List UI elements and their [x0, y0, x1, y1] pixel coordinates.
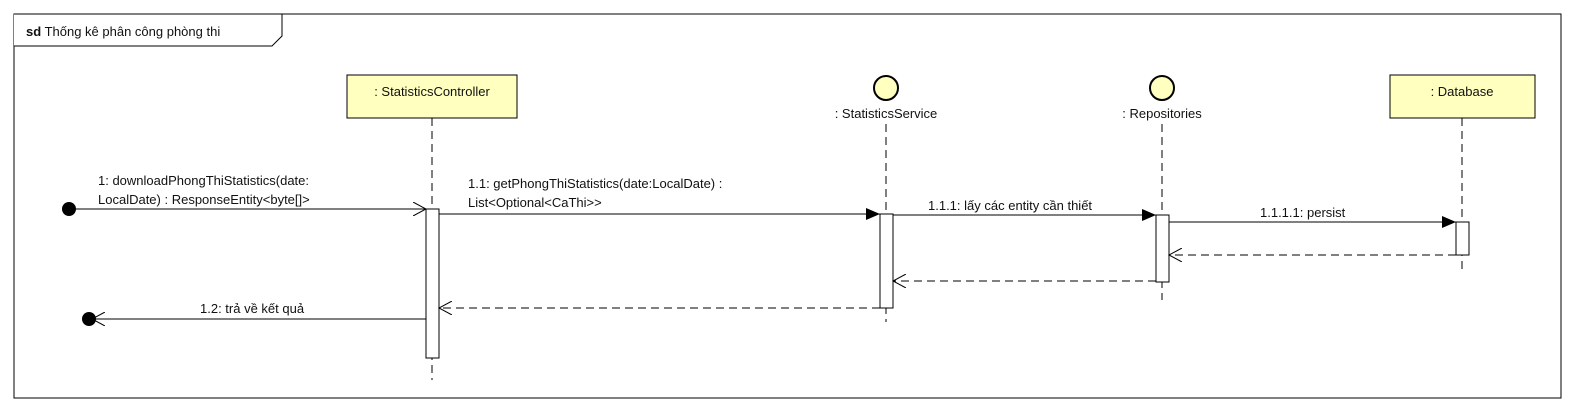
participant-label-database: : Database: [1431, 84, 1494, 99]
message-1-1-1-lay-entity: 1.1.1: lấy các entity cần thiết: [893, 198, 1156, 221]
participant-box-database[interactable]: [1389, 74, 1536, 119]
frame-title: sd Thống kê phân công phòng thi: [26, 24, 220, 39]
participant-label-repositories: : Repositories: [1122, 106, 1202, 121]
message-label-line2: List<Optional<CaThi>>: [468, 195, 602, 210]
message-label-line1: 1: downloadPhongThiStatistics(date:: [98, 173, 309, 188]
participant-label-statistics-service: : StatisticsService: [835, 106, 938, 121]
lifeline-statistics-service: : StatisticsService: [835, 75, 938, 322]
participant-box-statistics-controller[interactable]: [346, 74, 518, 119]
control-icon-repositories[interactable]: [1149, 75, 1175, 101]
message-label: 1.1.1.1: persist: [1260, 205, 1346, 220]
message-label: 1.1.1: lấy các entity cần thiết: [928, 198, 1092, 213]
activation-bar-controller: [425, 208, 440, 359]
message-1-1-get-phong-thi-statistics: 1.1: getPhongThiStatistics(date:LocalDat…: [439, 176, 880, 220]
message-label-line1: 1.1: getPhongThiStatistics(date:LocalDat…: [468, 176, 722, 191]
lost-message-end-dot: [82, 312, 96, 326]
message-1-1-1-1-persist: 1.1.1.1: persist: [1169, 205, 1456, 228]
activation-bar-repositories: [1155, 214, 1170, 283]
message-label-line2: LocalDate) : ResponseEntity<byte[]>: [98, 192, 310, 207]
diagram-frame: sd Thống kê phân công phòng thi: [13, 13, 1562, 399]
lifeline-statistics-controller: : StatisticsController: [346, 74, 518, 380]
message-1-2-tra-ve-ket-qua: 1.2: trả về kết quả: [82, 301, 426, 326]
activation-bar-service: [879, 213, 894, 309]
lifeline-database: : Database: [1389, 74, 1536, 270]
frame-title-tab: [14, 13, 283, 47]
message-1-download-phong-thi-statistics: 1: downloadPhongThiStatistics(date: Loca…: [62, 173, 426, 216]
lifeline-repositories: : Repositories: [1122, 75, 1202, 300]
participant-label-statistics-controller: : StatisticsController: [374, 84, 490, 99]
activation-bar-database: [1455, 221, 1470, 256]
message-label: 1.2: trả về kết quả: [200, 301, 305, 316]
control-icon-service[interactable]: [873, 75, 899, 101]
